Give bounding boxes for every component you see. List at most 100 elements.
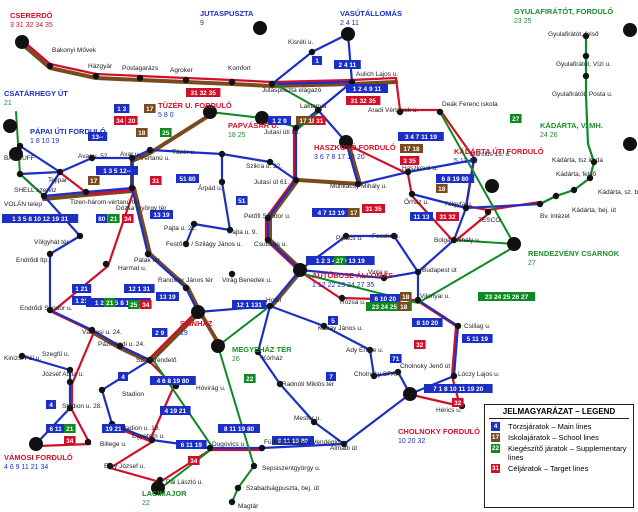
route-number-box[interactable]: 12 1 31 — [124, 284, 155, 293]
stop-dot[interactable] — [320, 322, 328, 330]
stop-dot[interactable] — [146, 356, 154, 364]
terminal-dot[interactable] — [341, 27, 355, 41]
route-number-box[interactable]: 4 6 8 19 80 — [150, 376, 196, 385]
stop-dot[interactable] — [16, 170, 24, 178]
stop-dot[interactable] — [66, 378, 74, 386]
stop-dot[interactable] — [454, 322, 462, 330]
route-number-box[interactable]: 8 10 20 — [412, 318, 443, 327]
stop-dot[interactable] — [116, 342, 124, 350]
route-number-box[interactable]: 51 — [236, 196, 248, 205]
stop-dot[interactable] — [582, 72, 590, 80]
terminal-dot[interactable] — [203, 105, 217, 119]
stop-dot[interactable] — [582, 32, 590, 40]
stop-dot[interactable] — [18, 352, 26, 360]
route-number-box[interactable]: 27 — [510, 114, 522, 123]
route-number-box[interactable]: 4 — [118, 372, 128, 381]
terminal-dot[interactable] — [9, 147, 23, 161]
route-number-box[interactable]: 32 — [452, 398, 464, 407]
terminal-dot[interactable] — [255, 111, 269, 125]
terminal-dot[interactable] — [253, 21, 267, 35]
stop-dot[interactable] — [146, 146, 154, 154]
route-number-box[interactable]: 17 — [144, 104, 156, 113]
route-number-box[interactable]: 31 — [150, 176, 162, 185]
route-number-box[interactable]: 2 9 — [152, 328, 168, 337]
stop-dot[interactable] — [462, 204, 470, 212]
route-number-box[interactable]: 1 3 — [114, 104, 130, 113]
terminal-dot[interactable] — [3, 119, 17, 133]
stop-dot[interactable] — [46, 250, 54, 258]
route-number-box[interactable]: 34 — [188, 456, 200, 465]
route-number-box[interactable]: 1 — [312, 56, 322, 65]
terminal-dot[interactable] — [191, 305, 205, 319]
route-number-box[interactable]: 71 — [390, 354, 402, 363]
route-number-box[interactable]: 7 — [326, 372, 336, 381]
route-number-box[interactable]: 1 3 5 8 10 12 19 31 — [2, 214, 79, 223]
terminal-dot[interactable] — [211, 339, 225, 353]
stop-dot[interactable] — [370, 372, 378, 380]
route-number-box[interactable]: 32 — [414, 340, 426, 349]
route-number-box[interactable]: 21 — [108, 214, 120, 223]
stop-dot[interactable] — [218, 178, 226, 186]
stop-dot[interactable] — [66, 404, 74, 412]
stop-dot[interactable] — [66, 366, 74, 374]
terminal-dot[interactable] — [623, 23, 637, 37]
stop-dot[interactable] — [590, 158, 598, 166]
stop-dot[interactable] — [190, 220, 198, 228]
stop-dot[interactable] — [354, 180, 362, 188]
route-number-box[interactable]: 11 13 — [410, 212, 433, 221]
route-number-box[interactable]: 6 10 20 — [370, 294, 401, 303]
route-number-box[interactable]: 20 — [126, 116, 138, 125]
stop-dot[interactable] — [408, 190, 416, 198]
route-number-box[interactable]: 21 — [64, 424, 76, 433]
stop-dot[interactable] — [340, 440, 348, 448]
stop-dot[interactable] — [310, 418, 318, 426]
stop-dot[interactable] — [40, 192, 48, 200]
stop-dot[interactable] — [342, 232, 350, 240]
stop-dot[interactable] — [450, 372, 458, 380]
route-number-box[interactable]: 2 4 11 — [334, 60, 361, 69]
route-number-box[interactable]: 13 19 — [156, 292, 179, 301]
route-number-box[interactable]: 4 7 13 19 — [312, 208, 351, 217]
stop-dot[interactable] — [292, 124, 300, 132]
route-number-box[interactable]: 1 2 9 — [268, 116, 291, 125]
route-number-box[interactable]: 34 — [122, 214, 134, 223]
stop-dot[interactable] — [228, 78, 236, 86]
stop-dot[interactable] — [266, 302, 274, 310]
route-number-box[interactable]: 27 — [334, 256, 346, 265]
stop-dot[interactable] — [76, 232, 84, 240]
stop-dot[interactable] — [56, 168, 64, 176]
route-number-box[interactable]: 6 11 19 — [176, 440, 207, 449]
stop-dot[interactable] — [250, 462, 258, 470]
route-number-box[interactable]: 17 18 — [400, 144, 423, 153]
stop-dot[interactable] — [46, 306, 54, 314]
stop-dot[interactable] — [144, 250, 152, 258]
route-number-box[interactable]: 51 80 — [176, 174, 199, 183]
terminal-dot[interactable] — [623, 137, 637, 151]
stop-dot[interactable] — [366, 346, 374, 354]
route-number-box[interactable]: 18 — [398, 302, 410, 311]
stop-dot[interactable] — [128, 184, 136, 192]
terminal-dot[interactable] — [339, 135, 353, 149]
route-number-box[interactable]: 7 1 8 10 11 19 20 — [424, 384, 493, 393]
stop-dot[interactable] — [182, 76, 190, 84]
route-number-box[interactable]: 13 19 — [150, 210, 173, 219]
stop-dot[interactable] — [404, 168, 412, 176]
terminal-dot[interactable] — [403, 387, 417, 401]
stop-dot[interactable] — [98, 386, 106, 394]
stop-dot[interactable] — [390, 232, 398, 240]
stop-dot[interactable] — [102, 260, 110, 268]
route-number-box[interactable]: 1 21 — [72, 296, 92, 305]
stop-dot[interactable] — [394, 368, 402, 376]
stop-dot[interactable] — [450, 236, 458, 244]
stop-dot[interactable] — [234, 484, 242, 492]
stop-dot[interactable] — [82, 188, 90, 196]
stop-dot[interactable] — [228, 498, 236, 506]
route-number-box[interactable]: 34 — [64, 436, 76, 445]
route-number-box[interactable]: 34 — [140, 300, 152, 309]
route-number-box[interactable]: 23 24 25 26 27 — [478, 292, 536, 301]
stop-dot[interactable] — [258, 444, 266, 452]
stop-dot[interactable] — [436, 108, 444, 116]
route-number-box[interactable]: 1 3 5 12-- — [96, 166, 138, 175]
stop-dot[interactable] — [106, 462, 114, 470]
stop-dot[interactable] — [314, 106, 322, 114]
